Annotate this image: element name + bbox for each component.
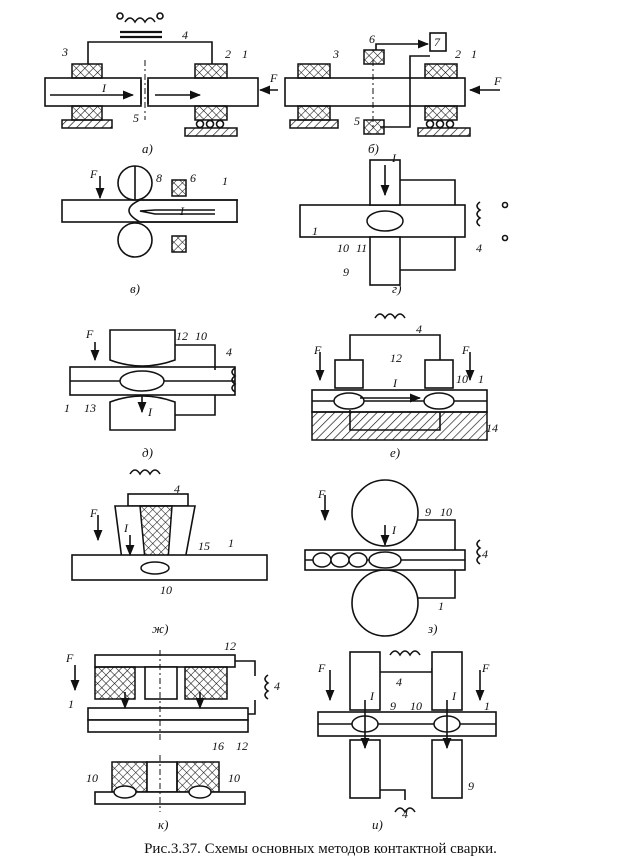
caption-g: г) [392, 281, 402, 296]
diagram-zh-electrode [71, 469, 268, 581]
label-zh-current: I [124, 521, 128, 535]
label-a-5: 5 [133, 111, 139, 125]
label-d-12: 12 [176, 329, 188, 343]
label-d-10: 10 [195, 329, 207, 343]
label-k-10-right: 10 [228, 771, 240, 785]
diagram-i-roller-spot [317, 650, 497, 814]
label-e-force-left: F [314, 343, 322, 357]
label-b-2: 2 [455, 47, 461, 61]
label-d-current: I [148, 405, 152, 419]
label-k-4: 4 [274, 679, 280, 693]
label-a-force: F [270, 71, 278, 85]
label-z-force: F [318, 487, 326, 501]
label-g-1: 1 [312, 224, 318, 238]
label-b-3: 3 [333, 47, 339, 61]
label-zh-4: 4 [174, 482, 180, 496]
label-v-8: 8 [156, 171, 162, 185]
label-d-13: 13 [84, 401, 96, 415]
label-e-force-right: F [462, 343, 470, 357]
label-k-force: F [66, 651, 74, 665]
label-a-1: 1 [242, 47, 248, 61]
label-d-4: 4 [226, 345, 232, 359]
caption-b: б) [368, 141, 379, 156]
caption-a: а) [142, 141, 153, 156]
diagram-g-contact-point [299, 159, 509, 286]
label-k-16: 16 [212, 739, 224, 753]
label-zh-force: F [90, 506, 98, 520]
label-i-10: 10 [410, 699, 422, 713]
label-b-6: 6 [369, 32, 375, 46]
label-i-current-right: I [452, 689, 456, 703]
label-z-9: 9 [425, 505, 431, 519]
diagram-z-seam [304, 479, 482, 637]
label-e-4: 4 [416, 322, 422, 336]
diagram-v-roller-hf [61, 165, 238, 258]
diagram-k-projection [70, 650, 270, 812]
label-i-4-top: 4 [396, 675, 402, 689]
label-i-9-top: 9 [390, 699, 396, 713]
caption-d: д) [142, 445, 153, 460]
label-b-force: F [494, 74, 502, 88]
label-e-10: 10 [456, 372, 468, 386]
caption-zh: ж) [152, 621, 169, 636]
diagram-b-butt-induction [284, 32, 500, 137]
label-i-4-bottom: 4 [402, 807, 408, 821]
label-g-current: I [392, 151, 396, 165]
figure-caption: Рис.3.37. Схемы основных методов контакт… [144, 841, 497, 857]
label-a-4: 4 [182, 28, 188, 42]
label-z-10: 10 [440, 505, 452, 519]
label-k-10-left: 10 [86, 771, 98, 785]
label-e-1: 1 [478, 372, 484, 386]
label-g-11: 11 [356, 241, 368, 255]
diagram-d-spot [69, 329, 237, 431]
label-d-1: 1 [64, 401, 70, 415]
label-i-force-left: F [318, 661, 326, 675]
label-g-4: 4 [476, 241, 482, 255]
label-zh-10: 10 [160, 583, 172, 597]
label-e-14: 14 [486, 421, 498, 435]
label-zh-15: 15 [198, 539, 210, 553]
label-v-current: I [180, 204, 184, 218]
label-k-12-bottom: 12 [236, 739, 248, 753]
label-v-6: 6 [190, 171, 196, 185]
caption-z: з) [428, 621, 438, 636]
label-b-5: 5 [354, 114, 360, 128]
label-a-3: 3 [62, 45, 68, 59]
caption-i: и) [372, 817, 383, 832]
diagram-a-butt-resistance [44, 12, 278, 137]
label-e-current: I [393, 376, 397, 390]
label-a-current: I [102, 81, 106, 95]
label-k-12-top: 12 [224, 639, 236, 653]
caption-k: к) [158, 817, 169, 832]
label-z-current: I [392, 523, 396, 537]
label-i-current-left: I [370, 689, 374, 703]
caption-v: в) [130, 281, 140, 296]
label-g-9: 9 [343, 265, 349, 279]
label-b-7: 7 [434, 35, 440, 49]
label-e-12: 12 [390, 351, 402, 365]
label-i-force-right: F [482, 661, 490, 675]
caption-e: е) [390, 445, 401, 460]
label-v-force: F [90, 167, 98, 181]
label-i-9-bottom: 9 [468, 779, 474, 793]
label-d-force: F [86, 327, 94, 341]
label-g-10: 10 [337, 241, 349, 255]
label-b-1: 1 [471, 47, 477, 61]
label-a-2: 2 [225, 47, 231, 61]
label-z-4: 4 [482, 547, 488, 561]
label-k-1: 1 [68, 697, 74, 711]
label-z-1: 1 [438, 599, 444, 613]
diagram-e-one-sided-spot [311, 313, 488, 441]
label-zh-1: 1 [228, 536, 234, 550]
label-i-1: 1 [484, 699, 490, 713]
label-v-1: 1 [222, 174, 228, 188]
